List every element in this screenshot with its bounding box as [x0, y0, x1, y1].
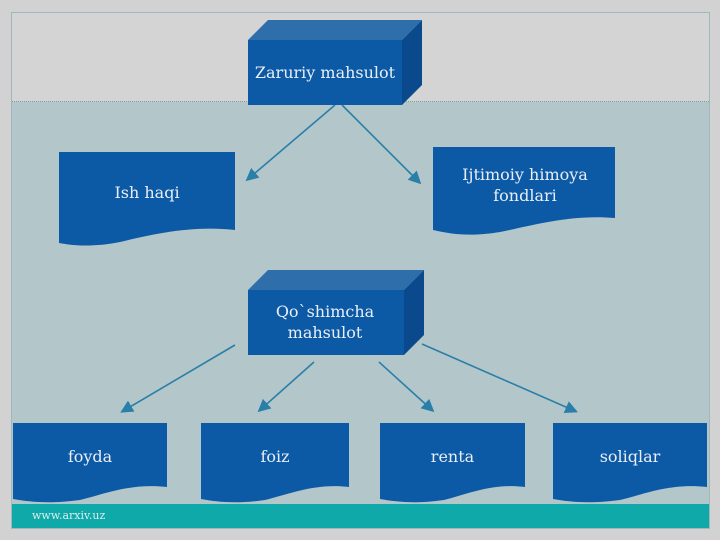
- arrow-to-ijtimoiy: [341, 104, 422, 185]
- doc-foyda: [13, 423, 167, 503]
- label-soliqlar: soliqlar: [599, 446, 661, 466]
- cube-qoshimcha-mahsulot: [248, 270, 424, 355]
- footer-url: www.arxiv.uz: [32, 509, 106, 522]
- arrow-to-soliqlar: [421, 343, 578, 414]
- label-qoshimcha-mahsulot: Qo`shimcha mahsulot: [275, 302, 375, 342]
- arrow-to-foiz: [257, 361, 315, 413]
- cube-zaruriy-mahsulot: [248, 20, 422, 105]
- doc-ish-haqi: [59, 152, 235, 246]
- doc-renta: [380, 423, 525, 503]
- arrow-to-renta: [378, 361, 435, 413]
- label-ish-haqi: Ish haqi: [114, 182, 180, 202]
- doc-foiz: [201, 423, 349, 503]
- label-foiz: foiz: [260, 446, 290, 466]
- arrow-to-foyda: [120, 344, 236, 413]
- doc-soliqlar: [553, 423, 707, 503]
- footer-bar: www.arxiv.uz: [12, 504, 709, 528]
- label-zaruriy-mahsulot: Zaruriy mahsulot: [254, 63, 396, 82]
- doc-ijtimoiy: [433, 147, 615, 235]
- label-ijtimoiy-himoya-fondlari: Ijtimoiy himoya fondlari: [462, 165, 588, 205]
- arrow-to-ish-haqi: [245, 104, 336, 182]
- label-renta: renta: [430, 446, 475, 466]
- label-foyda: foyda: [67, 446, 113, 466]
